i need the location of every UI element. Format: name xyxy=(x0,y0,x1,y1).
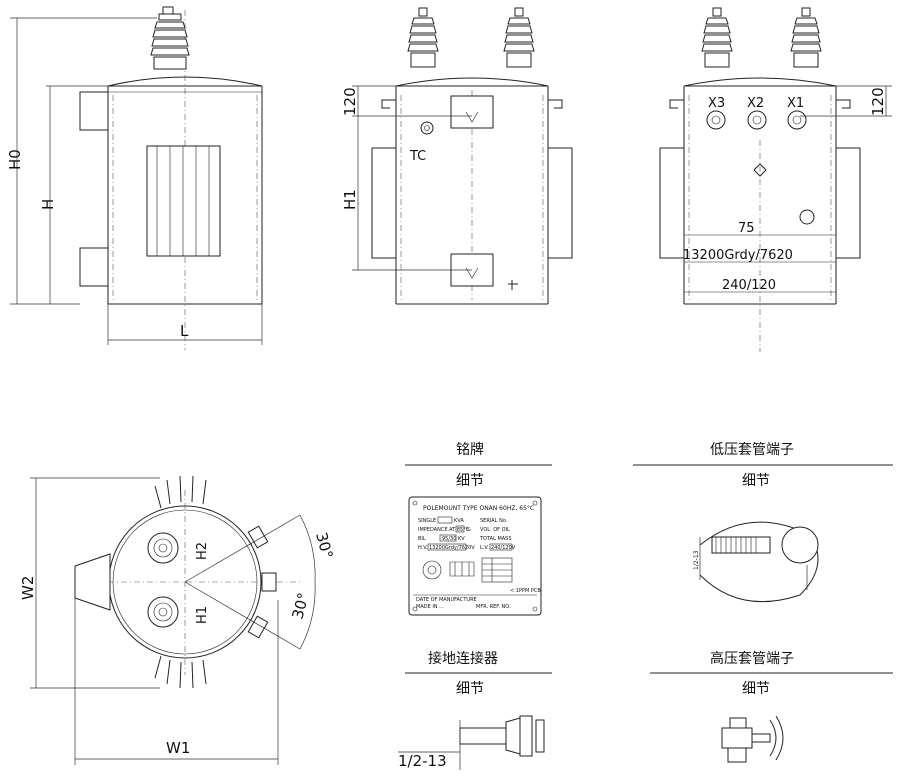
dim-120-back: 120 xyxy=(869,87,887,116)
nameplate-row2-left: IMPEDANCE AT 85°C xyxy=(418,527,470,533)
dim-angle-bottom: 30° xyxy=(288,591,312,621)
label-h1: H1 xyxy=(195,606,210,624)
label-x1: X1 xyxy=(787,96,804,111)
side-hv-bushing-left xyxy=(407,7,439,68)
back-radiator-right xyxy=(835,147,861,259)
top-lv-terminal-upper-icon xyxy=(247,525,269,549)
label-lv-rating: 240/120 xyxy=(722,278,776,293)
dim-h: H xyxy=(39,199,57,210)
nameplate-row3-right: TOTAL MASS xyxy=(479,536,512,542)
dim-w1: W1 xyxy=(166,739,190,757)
label-hv-rating: 13200Grdy/7620 xyxy=(683,248,793,263)
front-view: H0 H L xyxy=(6,6,263,350)
nameplate-wiring-icon xyxy=(422,560,442,580)
dim-h0: H0 xyxy=(6,149,24,170)
svg-text:1/2-13: 1/2-13 xyxy=(693,550,700,570)
back-hv-bushing-left xyxy=(701,7,733,68)
tap-changer-icon xyxy=(420,121,434,135)
dim-120-side: 120 xyxy=(341,87,359,116)
nameplate-header: POLEMOUNT TYPE ONAN 60HZ, 65°C xyxy=(423,505,534,512)
nameplate-row3-left: BIL xyxy=(418,536,426,542)
hv-bushing-sub: 细节 xyxy=(742,681,770,697)
nameplate-footer-line2: MADE IN ... xyxy=(416,604,444,610)
nameplate-footer-line1: DATE OF MANUFACTURE xyxy=(416,597,477,603)
nameplate-row1-left: SINGLE xyxy=(418,518,436,524)
side-ground-connector-icon xyxy=(508,280,518,290)
top-lv-terminal-middle-icon xyxy=(261,572,277,592)
detail-lv-bushing: 低压套管端子 细节 1/2-13 xyxy=(633,442,893,603)
dim-l: L xyxy=(180,322,189,340)
side-hv-bushing-right xyxy=(503,7,535,68)
nameplate-row1-right: SERIAL No. xyxy=(480,518,508,524)
dim-h1: H1 xyxy=(341,189,359,210)
label-75: 75 xyxy=(738,221,755,236)
nameplate-row2-right: VOL. OF OIL xyxy=(480,527,510,533)
nameplate-row4-left: H.V. xyxy=(418,545,428,551)
nameplate-row3-unit: KV xyxy=(458,536,465,542)
side-upper-hanger xyxy=(450,95,494,129)
ground-title: 接地连接器 xyxy=(428,650,498,667)
dim-thread: 1/2-13 xyxy=(398,752,447,770)
nameplate-row2-unit: % xyxy=(466,527,471,533)
hv-bushing-title: 高压套管端子 xyxy=(710,650,794,667)
side-lug-right xyxy=(548,99,563,109)
front-lower-bracket xyxy=(79,247,109,287)
lv-terminal-x3-icon xyxy=(706,110,726,130)
side-view: TC 120 H1 xyxy=(341,7,573,305)
nameplate-title: 铭牌 xyxy=(456,441,484,458)
ground-stud xyxy=(459,727,507,745)
nameplate-sub: 细节 xyxy=(456,473,484,489)
label-tc: TC xyxy=(409,149,426,164)
nameplate-footer-right: < 1PPM PCB xyxy=(510,588,541,594)
back-center-mark xyxy=(753,163,767,177)
top-view: H2 H1 30° 30° W2 W1 xyxy=(19,475,336,765)
detail-hv-bushing: 高压套管端子 细节 xyxy=(650,650,893,763)
top-hanger-bracket xyxy=(74,553,111,611)
side-radiator-left xyxy=(371,147,397,259)
front-radiator xyxy=(146,145,221,257)
nameplate-plate xyxy=(408,496,542,616)
lv-bushing-clamp xyxy=(781,526,819,564)
detail-nameplate: 铭牌 细节 POLEMOUNT TYPE ONAN 60HZ, 65°C SIN… xyxy=(405,441,552,616)
nameplate-row4-right: L.V. xyxy=(480,545,489,551)
dim-angle-top: 30° xyxy=(312,530,336,560)
top-hv-bushing-h2 xyxy=(147,532,179,564)
nameplate-row3-value: 95/30 xyxy=(442,536,456,542)
nameplate-row4-value2: 240/120V xyxy=(491,545,516,551)
nameplate-footer-line3: MFR. REF. NO. xyxy=(476,604,511,610)
label-x3: X3 xyxy=(708,96,725,111)
hv-bushing-nut xyxy=(729,717,747,729)
ground-sub: 细节 xyxy=(456,681,484,697)
top-hv-bushing-h1 xyxy=(147,596,179,628)
detail-ground-connector: 接地连接器 细节 1/2-13 xyxy=(398,650,552,770)
front-upper-bracket xyxy=(79,91,109,131)
back-valve-icon xyxy=(799,209,815,225)
nameplate-row4-value: 13200Grdy/7620V xyxy=(429,545,475,551)
dim-w2: W2 xyxy=(19,576,37,600)
lv-bushing-sub: 细节 xyxy=(742,473,770,489)
back-radiator-left xyxy=(659,147,685,259)
lv-terminal-x1-icon xyxy=(787,110,807,130)
nameplate-row1-unit: KVA xyxy=(454,518,464,524)
front-hv-bushing xyxy=(150,6,190,70)
lv-terminal-x2-icon xyxy=(747,110,767,130)
back-hv-bushing-right xyxy=(790,7,822,68)
top-lv-terminal-lower-icon xyxy=(247,615,269,639)
side-radiator-right xyxy=(547,147,573,259)
label-x2: X2 xyxy=(747,96,764,111)
lv-bushing-title: 低压套管端子 xyxy=(710,442,794,458)
back-view: X3 X2 X1 75 13200Grdy/7620 240/120 120 xyxy=(659,7,892,352)
side-lug-left xyxy=(381,99,396,109)
label-h2: H2 xyxy=(195,542,210,560)
